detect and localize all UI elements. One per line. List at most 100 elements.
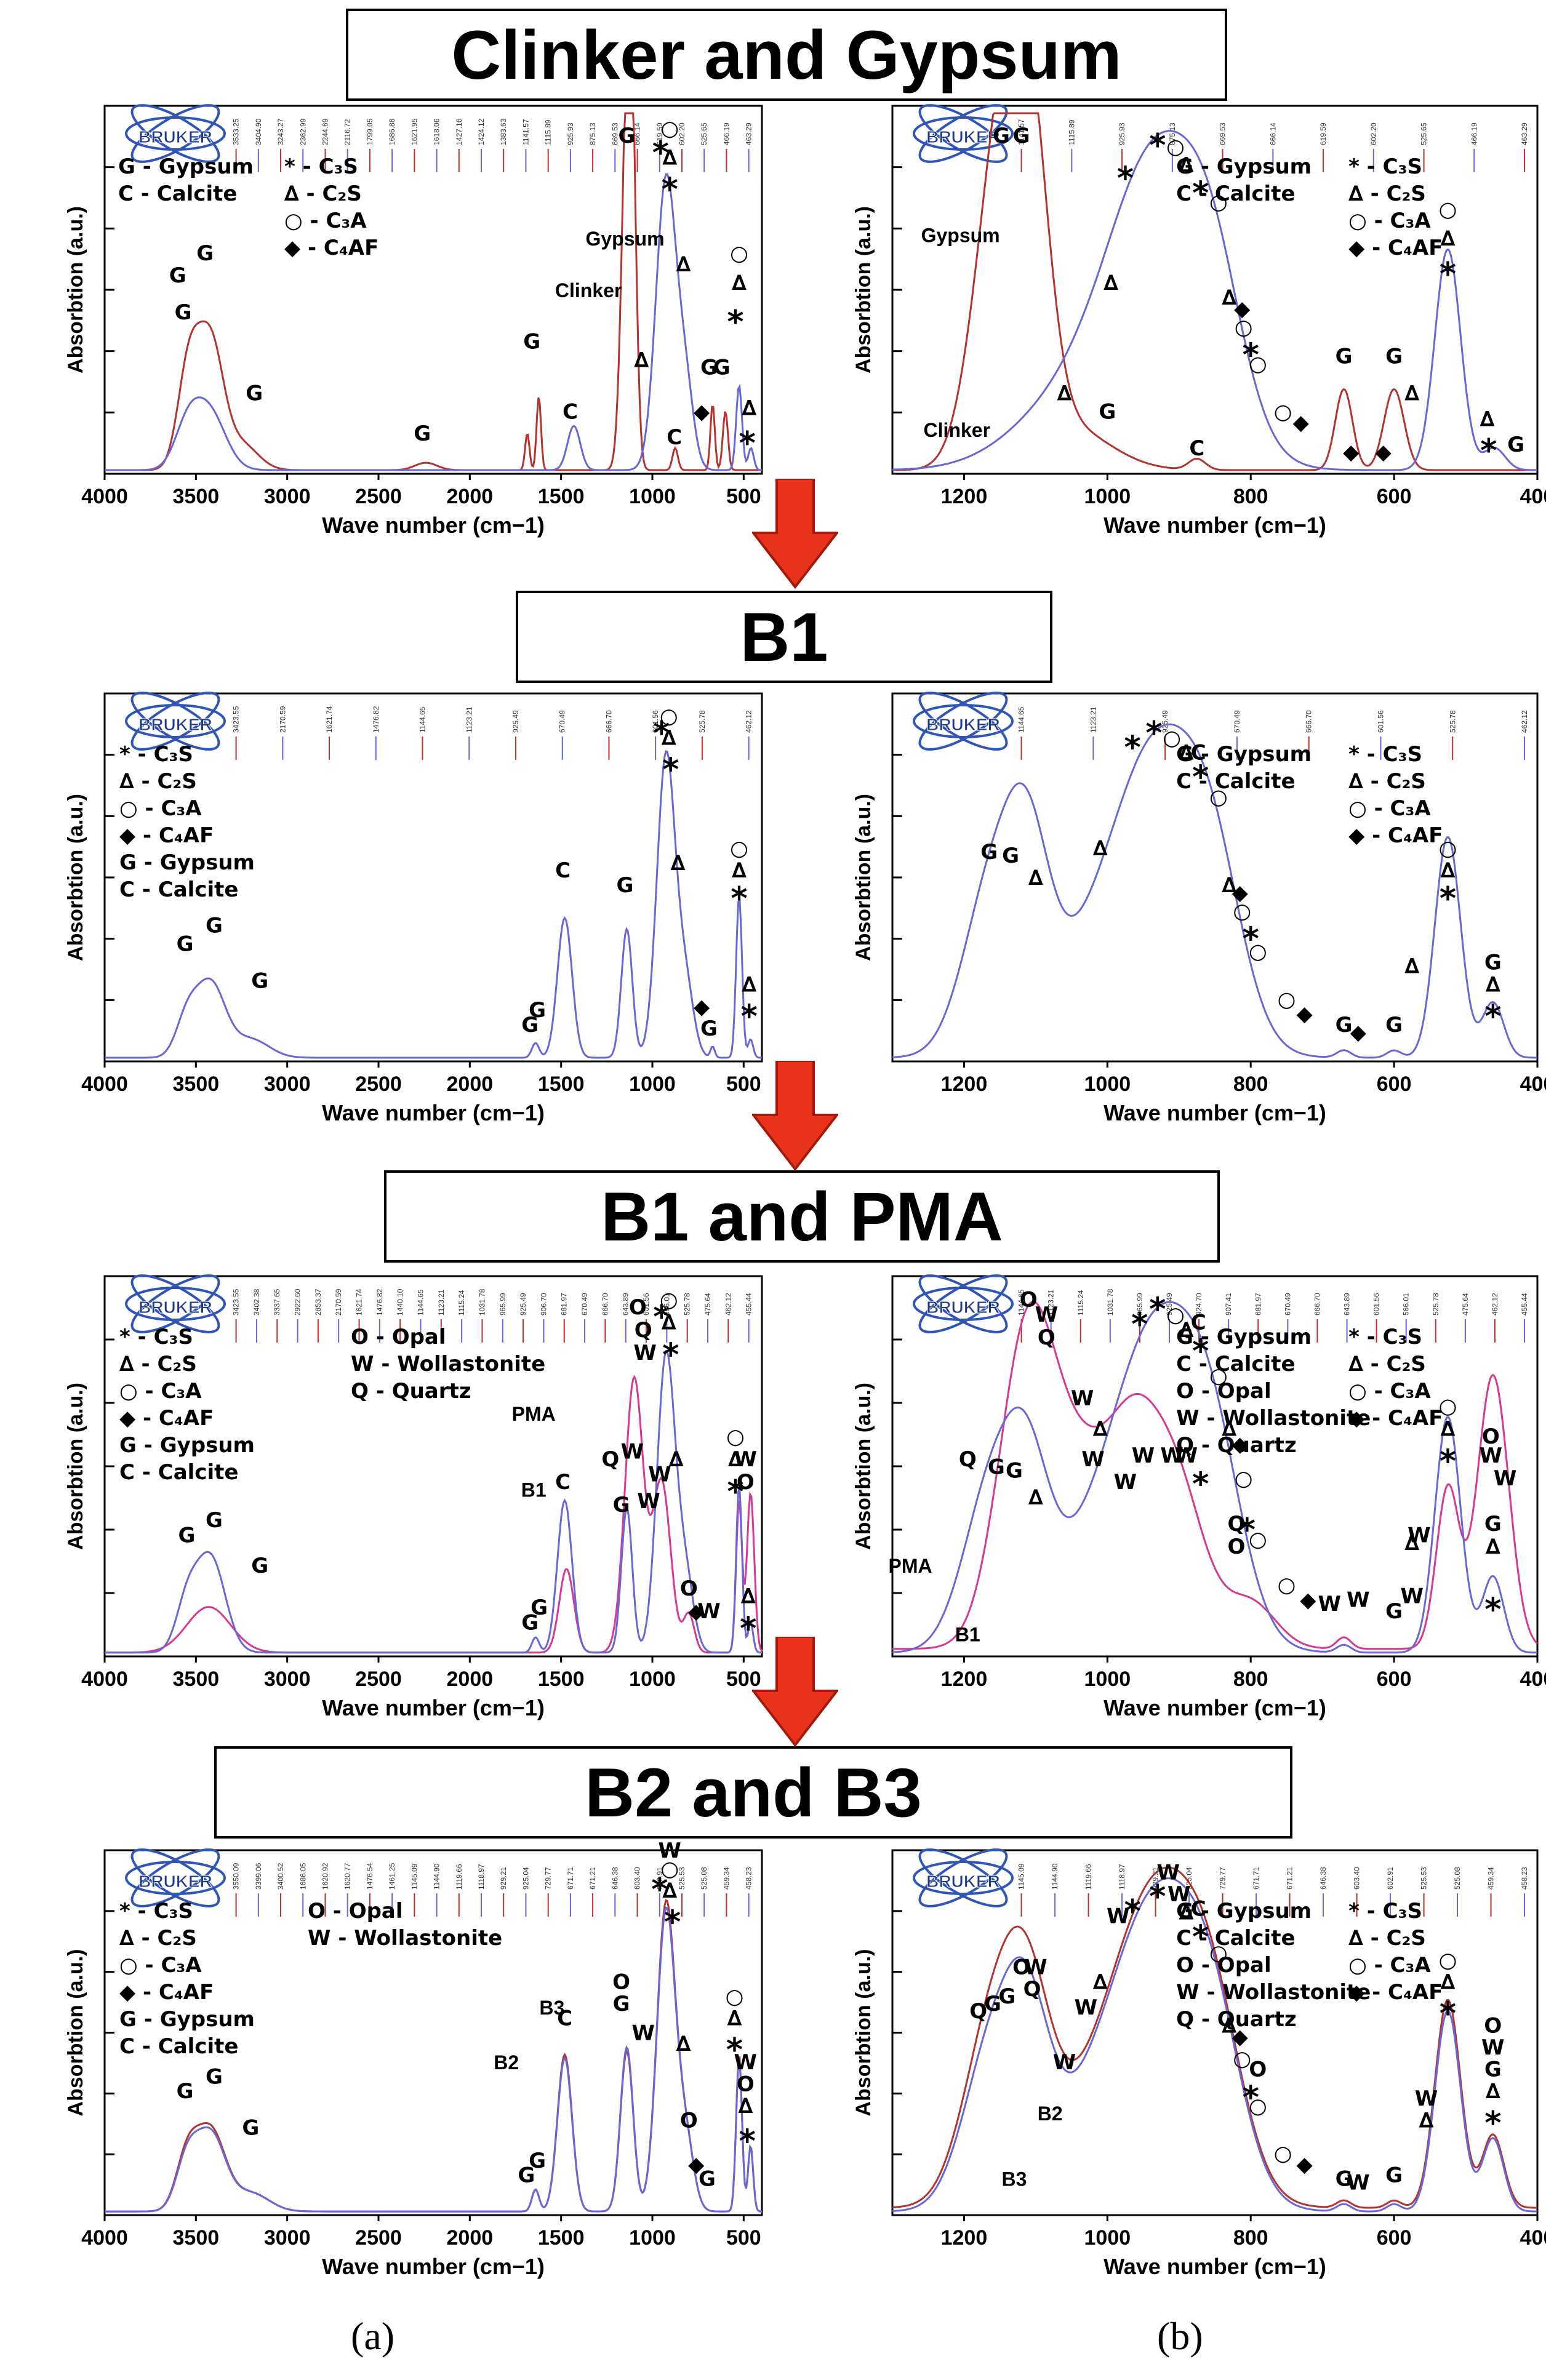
caption-a: (a) <box>351 2314 395 2358</box>
legend-entry: W - Wollastonite <box>351 1352 545 1376</box>
peak-wavenumber-label: 925.49 <box>511 710 520 733</box>
phase-marker: C <box>563 399 578 424</box>
peak-wavenumber-label: 455.44 <box>1520 1293 1529 1316</box>
peak-wavenumber-label: 525.78 <box>683 1293 692 1316</box>
legend-entry: ◆ - C₄AF <box>1348 1980 1443 2005</box>
legend-entry: ○ - C₃A <box>119 1379 202 1404</box>
legend-entry: C - Calcite <box>118 182 237 206</box>
phase-marker: G <box>414 421 431 446</box>
series-annotation: B3 <box>1002 2168 1027 2190</box>
x-tick-label: 1500 <box>538 1072 585 1096</box>
phase-marker: W <box>1494 1466 1517 1491</box>
phase-marker: ○ <box>1439 1394 1457 1418</box>
peak-wavenumber-label: 566.01 <box>1402 1293 1411 1316</box>
peak-wavenumber-label: 458.23 <box>745 1867 753 1890</box>
peak-wavenumber-label: 1427.16 <box>455 118 463 145</box>
phase-marker: Q <box>1038 1325 1055 1350</box>
phase-marker: G <box>1385 2163 1403 2188</box>
x-tick-label: 3500 <box>173 1667 220 1691</box>
x-tick-label: 600 <box>1377 2226 1412 2250</box>
peak-wavenumber-label: 646.38 <box>611 1867 619 1890</box>
x-tick-label: 2500 <box>355 1667 402 1691</box>
x-axis-label: Wave number (cm−1) <box>322 1695 545 1720</box>
y-axis-label: Absorbtion (a.u.) <box>64 206 87 373</box>
phase-marker: * <box>1124 1893 1140 1930</box>
spectrum-line <box>892 1877 1537 2213</box>
phase-marker: ∆ <box>1222 286 1236 310</box>
peak-wavenumber-label: 1031.78 <box>1106 1288 1115 1316</box>
legend-entry: ∆ - C₂S <box>1348 1926 1426 1951</box>
phase-marker: G <box>529 2149 546 2173</box>
peak-wavenumber-label: 525.08 <box>1453 1867 1462 1890</box>
phase-marker: G <box>177 2079 194 2104</box>
phase-marker: ◆ <box>688 1599 705 1624</box>
x-tick-label: 600 <box>1377 1667 1412 1691</box>
x-tick-label: 800 <box>1233 2226 1268 2250</box>
phase-marker: ○ <box>660 704 678 729</box>
peak-wavenumber-label: 1144.90 <box>433 1863 441 1890</box>
down-arrow-icon <box>752 479 838 589</box>
phase-marker: W <box>1157 1860 1180 1885</box>
spectrum-line <box>892 723 1537 1059</box>
peak-wavenumber-label: 2922.60 <box>294 1288 302 1316</box>
phase-marker: Q <box>1227 1512 1245 1536</box>
phase-marker: ∆ <box>662 1311 676 1335</box>
legend-entry: ○ - C₃A <box>284 209 367 233</box>
legend-entry: ∆ - C₂S <box>119 1352 197 1376</box>
legend-entry: ∆ - C₂S <box>1348 1352 1426 1376</box>
phase-marker: ○ <box>1235 1466 1253 1491</box>
x-tick-label: 1000 <box>1084 485 1131 508</box>
x-tick-label: 1000 <box>629 1072 676 1096</box>
legend-entry: G - Gypsum <box>1176 1325 1312 1349</box>
legend-entry: * - C₃S <box>1348 1899 1422 1923</box>
peak-wavenumber-label: 459.34 <box>1487 1867 1496 1890</box>
phase-marker: * <box>740 1611 756 1648</box>
phase-marker: G <box>206 1508 223 1533</box>
legend-entry: ∆ - C₂S <box>284 182 362 206</box>
phase-marker: * <box>1440 1995 1456 2032</box>
phase-marker: * <box>1192 1919 1209 1955</box>
legend-entry: ◆ - C₄AF <box>1348 823 1443 848</box>
phase-marker: ∆ <box>1179 153 1194 178</box>
peak-wavenumber-label: 602.20 <box>678 122 686 145</box>
peak-wavenumber-label: 566.01 <box>662 1293 671 1316</box>
phase-marker: W <box>1408 1523 1431 1548</box>
phase-marker: C <box>555 1470 571 1495</box>
x-tick-label: 500 <box>726 2226 761 2250</box>
legend-entry: * - C₃S <box>119 1325 193 1349</box>
peak-wavenumber-label: 525.78 <box>698 710 707 733</box>
phase-marker: ∆ <box>1404 954 1419 978</box>
phase-marker: O <box>1482 1424 1500 1449</box>
series-annotation: Clinker <box>924 419 990 441</box>
peak-wavenumber-label: 1144.65 <box>416 1289 425 1316</box>
phase-marker: C <box>1191 741 1206 765</box>
peak-wavenumber-label: 601.56 <box>642 1293 651 1316</box>
peak-wavenumber-label: 2244.69 <box>321 118 329 145</box>
phase-marker: ◆ <box>1343 440 1360 465</box>
phase-marker: ∆ <box>1480 407 1495 431</box>
peak-wavenumber-label: 681.97 <box>560 1293 569 1316</box>
spectrum-line <box>105 173 763 471</box>
phase-marker: ∆ <box>1441 858 1456 883</box>
phase-marker: ○ <box>1235 315 1253 340</box>
phase-marker: W <box>1035 1303 1059 1327</box>
peak-wavenumber-label: 925.49 <box>519 1293 527 1316</box>
phase-marker: G <box>1099 399 1116 424</box>
peak-wavenumber-label: 1123.21 <box>465 706 473 733</box>
series-annotation: Clinker <box>555 279 622 301</box>
x-tick-label: 1200 <box>941 2226 988 2250</box>
peak-wavenumber-label: 3400.52 <box>276 1863 285 1890</box>
x-axis-label: Wave number (cm−1) <box>1103 1100 1326 1125</box>
phase-marker: G <box>196 241 214 266</box>
phase-marker: * <box>652 135 669 172</box>
phase-marker: C <box>555 858 571 883</box>
phase-marker: W <box>1168 1882 1191 1907</box>
phase-marker: W <box>648 1463 671 1487</box>
phase-marker: G <box>177 932 194 957</box>
peak-wavenumber-label: 666.70 <box>1305 710 1313 733</box>
spectrum-line <box>105 112 762 471</box>
phase-marker: ◆ <box>1232 1432 1249 1456</box>
phase-marker: * <box>1440 881 1456 917</box>
